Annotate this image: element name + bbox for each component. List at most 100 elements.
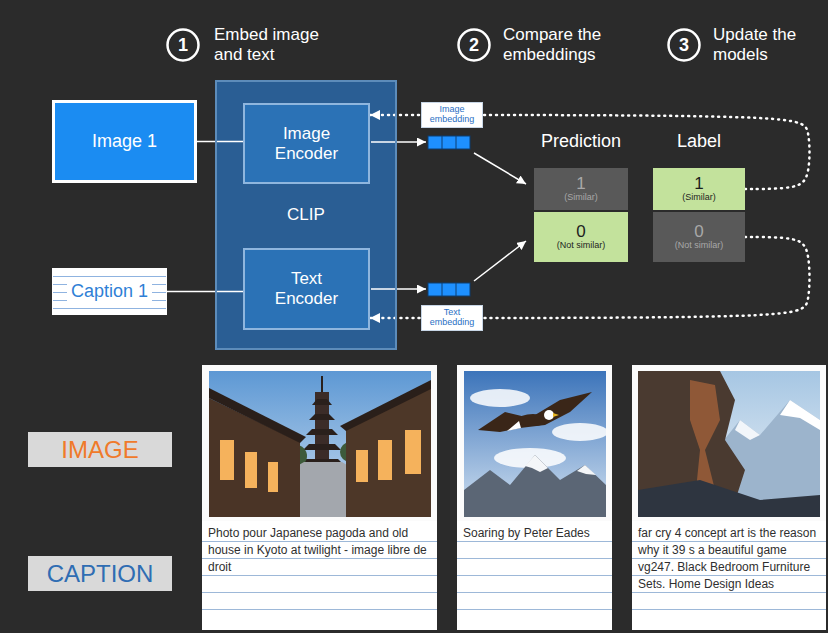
step-marker: 2Compare the embeddings (457, 28, 491, 62)
caption-input-box: Caption 1 (52, 268, 167, 315)
mountains (464, 455, 606, 517)
eagle-tail (507, 421, 521, 431)
step-text: 2 (469, 35, 479, 56)
input-connector (197, 141, 243, 143)
photo-caption: far cry 4 concept art is the reason why … (632, 521, 826, 630)
encoder-box: Image Encoder (243, 103, 370, 184)
cell-value: 0 (576, 223, 585, 242)
embed-arrow (371, 141, 426, 143)
step-text: Compare the embeddings (503, 25, 618, 64)
cell-value: (Similar) (682, 193, 716, 203)
photo-caption: Soaring by Peter Eades (457, 521, 612, 630)
lit-window (378, 440, 392, 480)
pagoda-roof (312, 399, 332, 405)
concept-art-photo (638, 371, 820, 517)
sky (209, 371, 431, 517)
similarity-cell: 1(Similar) (653, 168, 745, 210)
roof-left (209, 388, 306, 443)
photo-card (202, 365, 437, 630)
embedding-tag: Image embedding (421, 102, 483, 128)
box-label: Image Encoder (267, 124, 346, 163)
lit-window (245, 452, 257, 488)
sky (638, 371, 820, 517)
clip-model-box: CLIP Image EncoderText Encoder (215, 80, 397, 350)
pagoda-roof (303, 444, 341, 450)
row-label: IMAGE (28, 432, 172, 467)
eagle-body (518, 414, 548, 426)
pagoda-spire (321, 376, 323, 392)
eagle-beak (553, 413, 559, 417)
column-header: Prediction (541, 131, 621, 152)
cell-value: 1 (694, 175, 703, 194)
step-marker: 3Update the models (667, 28, 701, 62)
cell-value: (Not similar) (675, 241, 724, 251)
box-label: Image 1 (92, 131, 157, 152)
step-circle-outline (669, 30, 700, 61)
snow (525, 455, 548, 472)
row-label-text: CAPTION (47, 560, 154, 588)
encoder-box: Text Encoder (243, 248, 370, 330)
sky (464, 371, 606, 517)
kyoto-photo (209, 371, 431, 517)
step-circle-outline (168, 30, 199, 61)
compare-arrow (474, 153, 526, 184)
column-header: Label (677, 131, 721, 152)
vector-divider (442, 283, 443, 296)
cloud (470, 389, 530, 407)
embedding-tag: Text embedding (421, 305, 483, 331)
cell-value: (Similar) (564, 193, 598, 203)
row-label-text: IMAGE (61, 436, 138, 464)
row-label: CAPTION (28, 556, 172, 591)
caption-text: Soaring by Peter Eades (463, 525, 606, 542)
caption-text: far cry 4 concept art is the reason why … (638, 525, 820, 593)
roof-right (340, 380, 431, 431)
input-connector (167, 291, 243, 293)
eagle-wings (478, 392, 592, 432)
lit-window (356, 450, 368, 482)
similarity-cell: 0(Not similar) (653, 212, 745, 262)
pagoda-roof (309, 414, 335, 420)
vector-divider (456, 136, 457, 149)
image-input-box: Image 1 (52, 100, 197, 183)
vector-divider (442, 136, 443, 149)
step-text: 1 (178, 35, 188, 56)
cell-value: 1 (576, 175, 585, 194)
cell-value: (Not similar) (557, 241, 606, 251)
eagle-photo (464, 371, 606, 517)
box-label: Caption 1 (67, 281, 152, 302)
snow (735, 420, 760, 440)
embed-arrow (371, 288, 426, 290)
photo-caption: Photo pour Japanese pagoda and old house… (202, 521, 437, 630)
foreground (638, 480, 820, 517)
photo-card (457, 365, 612, 630)
pagoda-roof (306, 429, 338, 435)
embedding-vector (428, 136, 470, 149)
vector-cells (428, 283, 470, 296)
embedding-vector (428, 283, 470, 296)
step-text: 3 (679, 35, 689, 56)
similarity-cell: 0(Not similar) (534, 212, 628, 262)
box-label: Text Encoder (267, 269, 346, 308)
vector-divider (456, 283, 457, 296)
cloud (552, 423, 606, 441)
cell-value: 0 (694, 223, 703, 242)
lit-window (220, 440, 234, 480)
snow (577, 465, 596, 475)
vector-cells (428, 136, 470, 149)
clip-model-fill (215, 80, 397, 350)
step-marker: 1Embed image and text (166, 28, 200, 62)
step-text: Embed image and text (214, 25, 329, 64)
lit-window (268, 462, 278, 492)
eagle-head (544, 410, 554, 420)
snow (780, 400, 820, 430)
photo-card (632, 365, 826, 630)
step-circle-outline (459, 30, 490, 61)
caption-text: Photo pour Japanese pagoda and old house… (208, 525, 431, 576)
similarity-cell: 1(Similar) (534, 168, 628, 210)
model-name: CLIP (287, 205, 325, 225)
step-text: Update the models (713, 25, 821, 64)
lit-window (405, 430, 421, 474)
compare-arrow (474, 241, 526, 281)
